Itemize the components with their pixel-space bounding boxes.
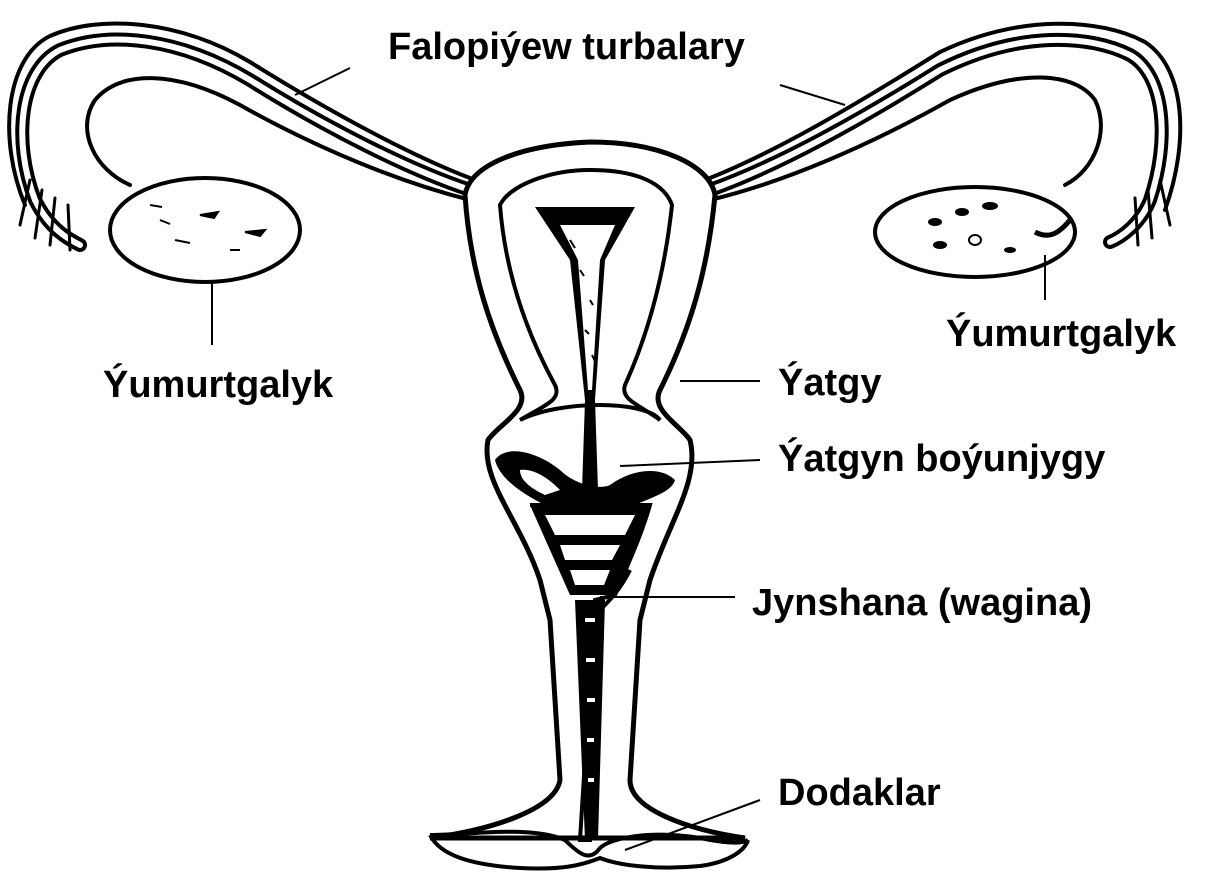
ovary-left <box>110 178 300 282</box>
leader-line-fallopian-right <box>780 85 845 105</box>
leader-line-fallopian-left <box>295 68 350 95</box>
label-ovary-left: Ýumurtgalyk <box>103 366 333 404</box>
label-ovary-right: Ýumurtgalyk <box>946 315 1176 353</box>
label-uterus: Ýatgy <box>778 364 881 402</box>
label-labia: Dodaklar <box>778 774 941 812</box>
label-fallopian-tubes: Falopiýew turbalary <box>388 28 745 66</box>
label-cervix: Ýatgyn boýunjygy <box>778 440 1105 478</box>
label-vagina: Jynshana (wagina) <box>752 584 1092 622</box>
